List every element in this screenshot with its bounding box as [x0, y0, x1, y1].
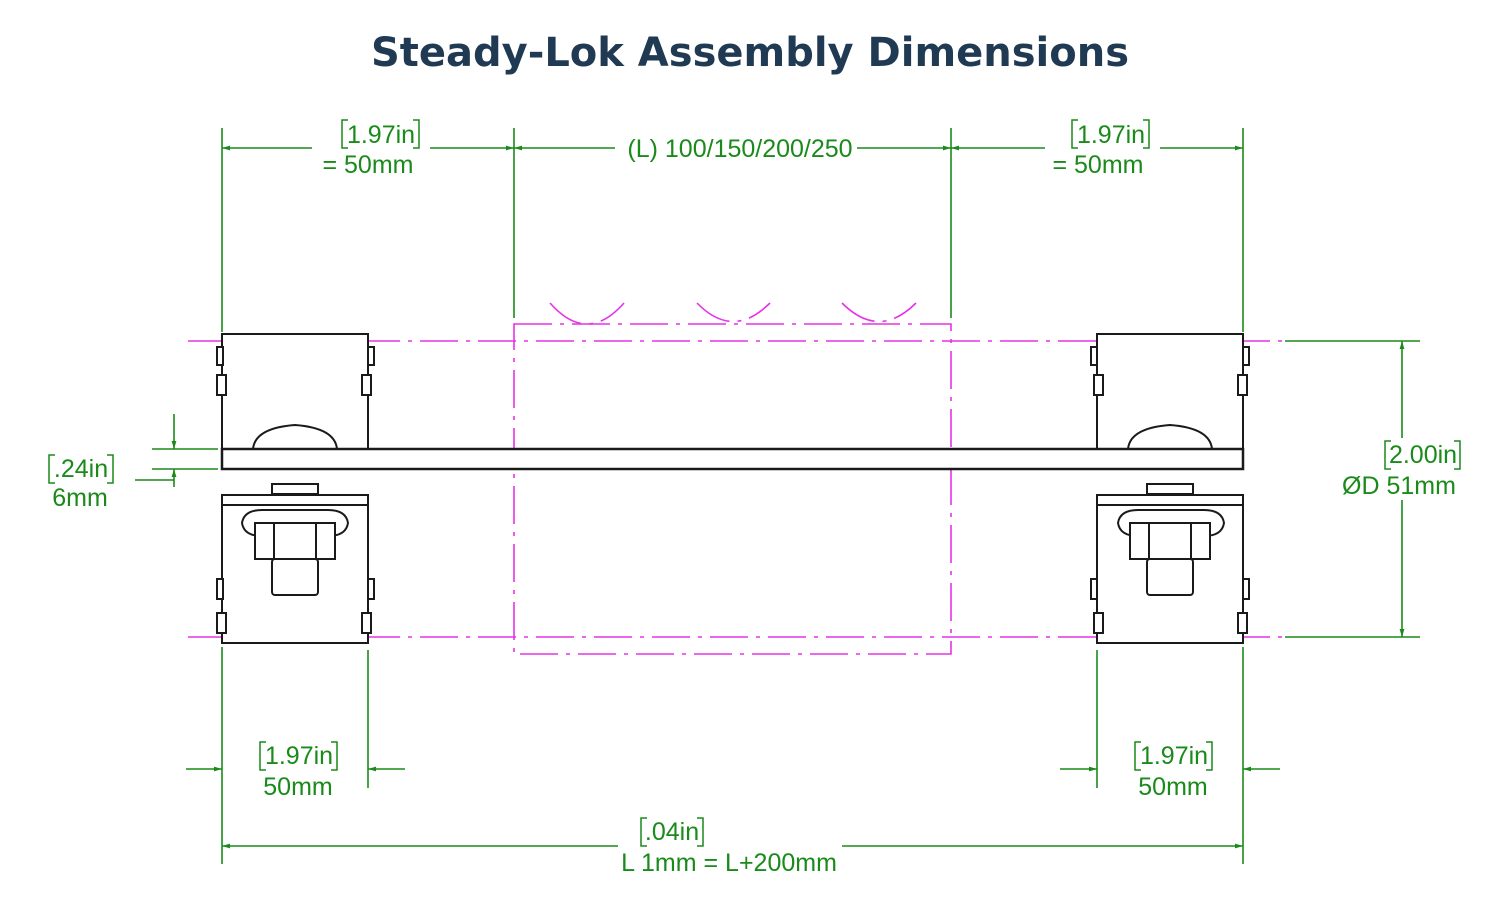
right-hex-nut — [1129, 522, 1211, 560]
total-length-label: L 1mm = L+200mm — [621, 849, 837, 877]
top-right-inch-label: 1.97in — [1077, 121, 1145, 149]
bottom-left-inch-label: 1.97in — [265, 742, 333, 770]
left-clamp — [216, 333, 375, 644]
top-left-mm-label: = 50mm — [322, 151, 413, 179]
left-bolt-stud — [271, 558, 319, 596]
page-title: Steady-Lok Assembly Dimensions — [370, 30, 1130, 76]
tube-arc-3 — [841, 302, 917, 323]
centerlines — [188, 302, 1285, 655]
top-right-mm-label: = 50mm — [1052, 151, 1143, 179]
left-bolt-head-upper — [251, 423, 339, 450]
right-bolt-head-upper — [1126, 423, 1214, 450]
tube-phantom — [513, 323, 952, 655]
right-bolt-stud — [1146, 558, 1194, 596]
bottom-right-mm-label: 50mm — [1138, 773, 1207, 801]
bottom-right-inch-label: 1.97in — [1140, 742, 1208, 770]
diameter-inch-label: 2.00in — [1389, 441, 1457, 469]
dimension-lines — [135, 128, 1420, 864]
total-inch-label: .04in — [645, 818, 699, 846]
top-left-inch-label: 1.97in — [347, 121, 415, 149]
bottom-left-mm-label: 50mm — [263, 773, 332, 801]
diameter-mm-label: ØD 51mm — [1342, 472, 1456, 500]
inch-brackets — [48, 119, 1461, 847]
thickness-inch-label: .24in — [54, 455, 108, 483]
strap-bar — [220, 447, 1245, 471]
thickness-mm-label: 6mm — [52, 484, 108, 512]
top-mid-length-label: (L) 100/150/200/250 — [627, 135, 852, 163]
left-hex-nut — [254, 522, 336, 560]
tube-arc-1 — [549, 302, 625, 325]
tube-arc-2 — [696, 302, 771, 323]
right-clamp — [1090, 333, 1250, 644]
